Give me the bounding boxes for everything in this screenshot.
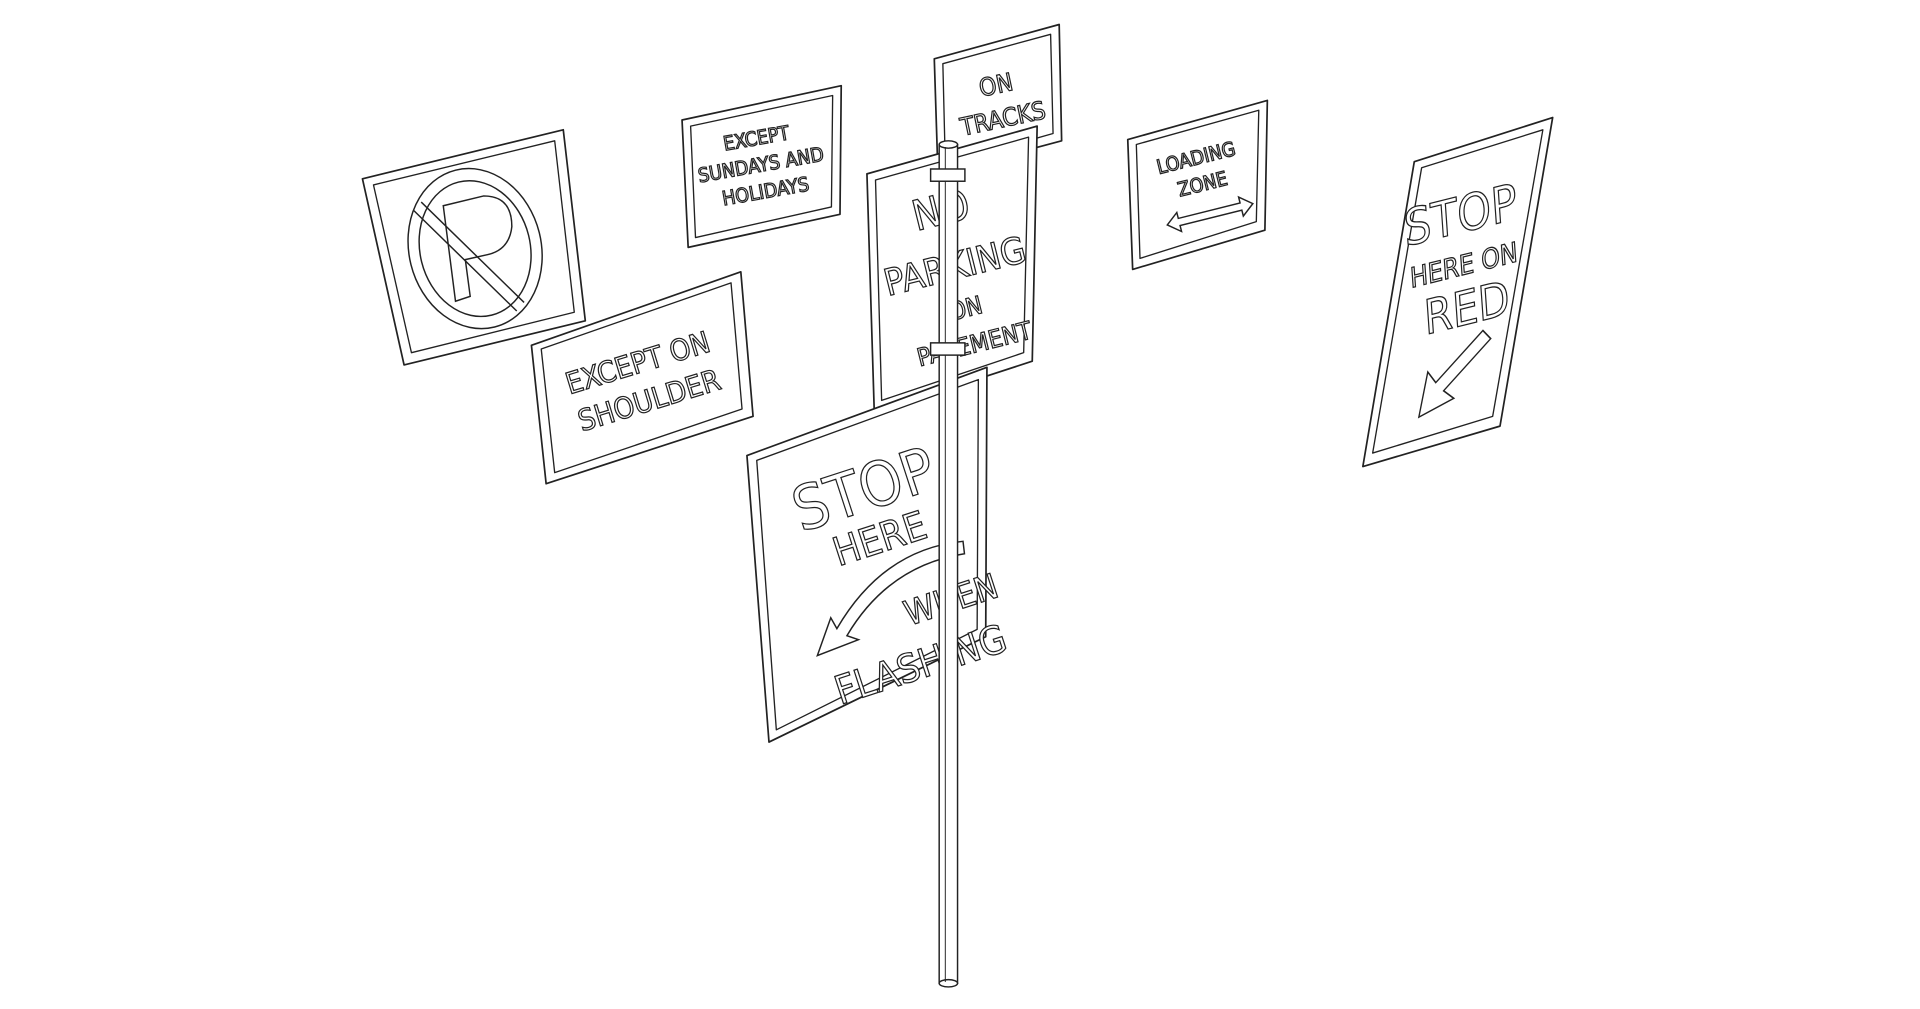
sign-pole <box>929 140 966 988</box>
curved-arrow-icon <box>816 540 966 657</box>
sign-except-on-shoulder: EXCEPT ON SHOULDER <box>530 270 754 485</box>
sign-except-sundays-and-holidays: EXCEPT SUNDAYS AND HOLIDAYS <box>681 84 843 249</box>
double-arrow-icon <box>1166 195 1254 233</box>
sign-stop-here-on-red: STOP HERE ON RED <box>1362 116 1554 468</box>
sign-no-parking-symbol <box>361 128 587 366</box>
pole-bracket <box>929 168 966 356</box>
arrow-down-left-icon <box>1417 329 1492 419</box>
no-parking-symbol-icon <box>407 167 543 330</box>
sign-stop-here-when-flashing: STOP HERE WHEN FLASHING <box>746 366 1013 743</box>
sign-loading-zone: LOADING ZONE <box>1126 99 1269 271</box>
